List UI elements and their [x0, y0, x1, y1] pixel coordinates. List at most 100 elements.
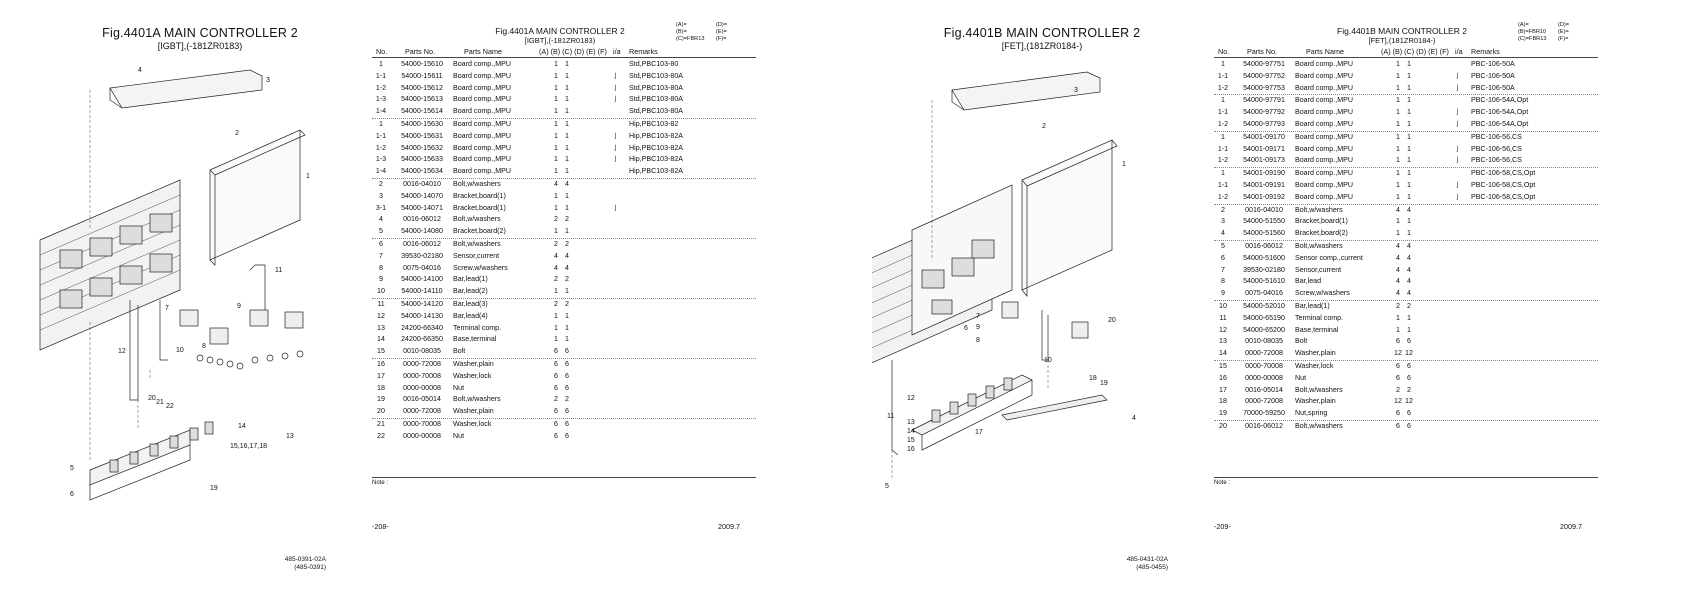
remarks: PBC-106-50A [1471, 60, 1515, 68]
callout-14: 14 [907, 428, 915, 435]
parts-number: 54000-51550 [1243, 217, 1285, 226]
qty-a: 1 [554, 119, 558, 128]
catalog-page-right: Fig.4401B MAIN CONTROLLER 2 [FET],(181ZR… [842, 0, 1684, 595]
qty-b: 1 [565, 155, 569, 164]
parts-name: Sensor comp.,current [1295, 253, 1363, 262]
qty-b: 1 [1407, 132, 1411, 141]
interchange-mark: ⌋ [1455, 71, 1459, 80]
remarks: Hip,PBC103-82A [629, 143, 684, 152]
parts-name: Board comp.,MPU [453, 71, 511, 80]
item-number: 1 [1221, 60, 1225, 68]
qty-a: 6 [554, 347, 558, 356]
qty-a: 1 [554, 107, 558, 116]
parts-number: 54000-15610 [401, 60, 443, 68]
item-number: 11 [377, 299, 385, 308]
parts-number: 54000-51610 [1243, 277, 1285, 286]
table-header: No. Parts No. Parts Name (A) (B) (C) (D)… [372, 47, 756, 58]
qty-a: 1 [554, 287, 558, 296]
qty-b: 1 [1407, 325, 1411, 334]
parts-number: 54000-14100 [401, 275, 443, 284]
item-number: 20 [377, 407, 385, 416]
parts-number: 0016-06012 [403, 239, 441, 248]
interchange-mark: ⌋ [613, 155, 617, 164]
qty-a: 4 [1396, 265, 1400, 274]
parts-number: 54000-97792 [1243, 108, 1285, 117]
figure-title: Fig.4401A MAIN CONTROLLER 2 [102, 26, 298, 40]
qty-b: 1 [565, 95, 569, 104]
qty-b: 6 [565, 359, 569, 368]
qty-a: 6 [554, 407, 558, 416]
callout-19: 19 [210, 485, 218, 492]
item-number: 11 [1219, 313, 1227, 322]
qty-a: 2 [554, 239, 558, 248]
qty-a: 1 [1396, 180, 1400, 189]
parts-name: Board comp.,MPU [453, 95, 511, 104]
table-header: No. Parts No. Parts Name (A) (B) (C) (D)… [1214, 47, 1598, 58]
item-number: 1-1 [1217, 180, 1229, 189]
parts-name: Screw,w/washers [453, 263, 508, 272]
parts-name: Bolt,w/washers [453, 395, 501, 404]
qty-b: 6 [1407, 373, 1411, 382]
parts-number: 54000-65190 [1243, 313, 1285, 322]
page-number: -209- [1214, 522, 1231, 531]
parts-number: 0016-06012 [1245, 421, 1283, 430]
item-number: 3 [1221, 217, 1225, 226]
parts-number: 54000-15630 [401, 119, 443, 128]
parts-name: Sensor,current [1295, 265, 1342, 274]
qty-b: 1 [565, 227, 569, 236]
parts-number: 54000-15611 [401, 71, 443, 80]
qty-b: 6 [565, 407, 569, 416]
parts-name: Bracket,board(2) [453, 227, 506, 236]
qty-a: 2 [554, 215, 558, 224]
qty-b: 1 [1407, 180, 1411, 189]
item-number: 1-4 [375, 107, 387, 116]
parts-number: 0000-72008 [403, 407, 441, 416]
remarks: PBC-106-56,CS [1471, 132, 1522, 141]
callout-3: 3 [266, 77, 270, 84]
parts-name: Board comp.,MPU [1295, 96, 1353, 105]
qty-a: 1 [1396, 156, 1400, 165]
parts-number: 54000-97752 [1243, 71, 1285, 80]
parts-number: 0000-70008 [1245, 361, 1283, 370]
qty-a: 1 [1396, 313, 1400, 322]
legend-left: (A)=(B)=(C)=FBR13 [676, 22, 705, 42]
remarks: PBC-106-54A,Opt [1471, 119, 1529, 128]
callout-10: 10 [1044, 357, 1052, 364]
parts-name: Bracket,board(1) [453, 191, 506, 200]
callout-16: 16 [907, 446, 915, 453]
table-subtitle: [IGBT],(-181ZR0183) [524, 36, 596, 45]
remarks: Std,PBC103-80A [629, 95, 684, 104]
item-number: 7 [1221, 265, 1225, 274]
qty-b: 6 [565, 419, 569, 428]
remarks: PBC-106-56,CS [1471, 156, 1522, 165]
callout-4: 4 [1132, 415, 1136, 422]
parts-number: 24200-66350 [401, 335, 443, 344]
qty-b: 1 [1407, 156, 1411, 165]
item-number: 6 [379, 239, 383, 248]
figure-title: Fig.4401B MAIN CONTROLLER 2 [943, 26, 1141, 40]
qty-b: 1 [1407, 60, 1411, 68]
qty-b: 1 [1407, 217, 1411, 226]
parts-name: Washer,plain [1295, 349, 1336, 358]
qty-a: 6 [554, 419, 558, 428]
qty-b: 4 [1407, 265, 1411, 274]
parts-name: Washer,plain [1295, 397, 1336, 406]
parts-name: Bolt,w/washers [453, 179, 501, 188]
qty-b: 1 [1407, 192, 1411, 201]
interchange-mark: ⌋ [1455, 108, 1459, 117]
parts-name: Board comp.,MPU [453, 119, 511, 128]
